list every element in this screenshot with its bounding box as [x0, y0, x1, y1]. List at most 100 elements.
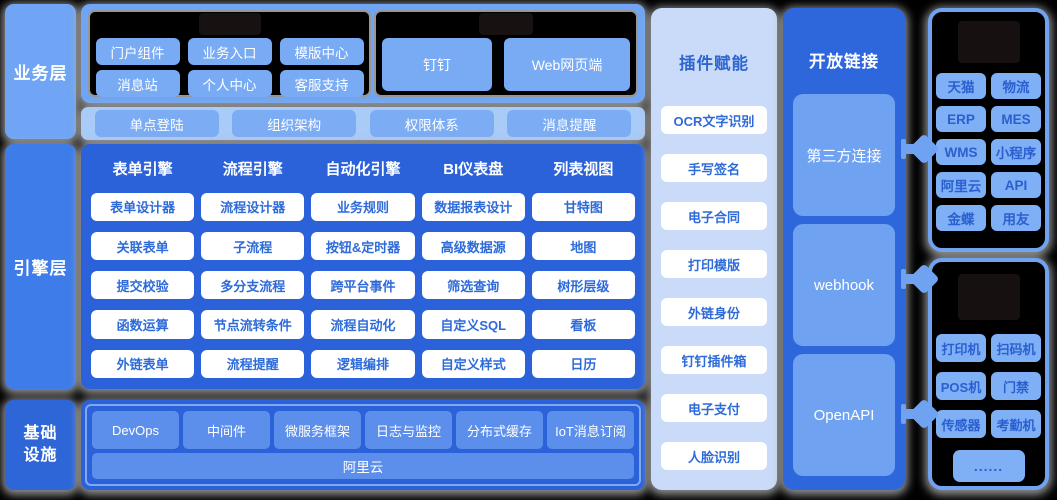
- plugin-item: OCR文字识别: [661, 106, 767, 134]
- engine-item: 筛选查询: [421, 271, 525, 300]
- plugins-panel-title: 插件赋能: [679, 55, 749, 73]
- connector-plug-icon: [901, 398, 940, 430]
- engine-item: 高级数据源: [421, 231, 525, 261]
- connection-item: 阿里云: [936, 172, 986, 198]
- devices-more-item: ......: [952, 450, 1025, 482]
- engine-item: 数据报表设计: [421, 192, 525, 221]
- strip-item: 消息提醒: [507, 110, 632, 137]
- business-item: 个人中心: [187, 70, 272, 97]
- connection-item: 物流: [991, 73, 1041, 99]
- engine-item: 子流程: [201, 231, 305, 261]
- business-layer-label: 业务层: [5, 4, 76, 139]
- devices-grid: 打印机 扫码机 POS机 门禁 传感器 考勤机: [936, 334, 1041, 438]
- business-layer-container: 门户组件 业务入口 模版中心 消息站 个人中心 客服支持 钉钉 Web网页端: [81, 4, 645, 103]
- plugins-panel: 插件赋能 OCR文字识别 手写签名 电子合同 打印模版 外链身份 钉钉插件箱 电…: [651, 8, 777, 490]
- engine-item: 节点流转条件: [201, 310, 305, 339]
- infrastructure-container: DevOps 中间件 微服务框架 日志与监控 分布式缓存 IoT消息订阅 阿里云: [81, 400, 645, 490]
- device-item: 门禁: [991, 372, 1041, 400]
- business-clients-row: 钉钉 Web网页端: [382, 38, 630, 91]
- plugin-item: 电子支付: [661, 394, 767, 422]
- plugin-item: 电子合同: [661, 202, 767, 230]
- business-item: 业务入口: [187, 38, 272, 65]
- connection-item: 金蝶: [936, 205, 986, 231]
- infrastructure-platform: 阿里云: [92, 453, 634, 479]
- engine-column-header: 自动化引擎: [325, 160, 401, 178]
- infrastructure-item: 微服务框架: [274, 411, 361, 449]
- engine-column-header: BI仪表盘: [443, 160, 504, 178]
- engine-item: 流程设计器: [201, 192, 305, 221]
- engine-layer-label: 引擎层: [5, 144, 76, 389]
- business-group-clients: 钉钉 Web网页端: [374, 10, 638, 97]
- engine-column-form: 表单引擎 表单设计器 关联表单 提交校验 函数运算 外链表单: [91, 144, 195, 389]
- device-item: 扫码机: [991, 334, 1041, 362]
- illegible-panel-title: [957, 21, 1020, 63]
- engine-column-automation: 自动化引擎 业务规则 按钮&定时器 跨平台事件 流程自动化 逻辑编排: [311, 144, 415, 389]
- engine-item: 看板: [531, 310, 636, 339]
- plugin-item: 人脸识别: [661, 442, 767, 470]
- infrastructure-label: 基础设施: [5, 400, 76, 490]
- engine-item: 流程自动化: [311, 310, 415, 339]
- device-item: POS机: [936, 372, 986, 400]
- infrastructure-label-text: 基础设施: [23, 425, 58, 464]
- connection-item: ERP: [936, 106, 986, 132]
- infrastructure-row: DevOps 中间件 微服务框架 日志与监控 分布式缓存 IoT消息订阅: [92, 411, 634, 449]
- engine-column-bi: BI仪表盘 数据报表设计 高级数据源 筛选查询 自定义SQL 自定义样式: [421, 144, 525, 389]
- infrastructure-item: DevOps: [92, 411, 179, 449]
- strip-item: 组织架构: [232, 110, 357, 137]
- infrastructure-item: 分布式缓存: [456, 411, 543, 449]
- open-links-panel: 开放链接 第三方连接 webhook OpenAPI: [783, 8, 905, 490]
- device-item: 打印机: [936, 334, 986, 362]
- plugin-item: 外链身份: [661, 298, 767, 326]
- business-item: 模版中心: [279, 38, 364, 65]
- connector-plug-icon: [901, 133, 940, 165]
- engine-column-header: 表单引擎: [112, 160, 173, 178]
- engine-column-header: 列表视图: [553, 160, 614, 178]
- engine-item: 跨平台事件: [311, 271, 415, 300]
- open-links-title: 开放链接: [809, 53, 879, 71]
- engine-item: 提交校验: [91, 271, 195, 300]
- business-item: 消息站: [95, 70, 180, 97]
- strip-item: 单点登陆: [94, 110, 219, 137]
- business-group-portal: 门户组件 业务入口 模版中心 消息站 个人中心 客服支持: [88, 10, 371, 97]
- engine-item: 表单设计器: [91, 192, 195, 221]
- engine-item: 日历: [531, 349, 636, 378]
- engine-layer-container: 表单引擎 表单设计器 关联表单 提交校验 函数运算 外链表单 流程引擎 流程设计…: [81, 144, 645, 389]
- infrastructure-item: IoT消息订阅: [547, 411, 634, 449]
- business-item: 钉钉: [382, 38, 492, 91]
- business-item: Web网页端: [504, 38, 630, 91]
- connection-item: 小程序: [991, 139, 1041, 165]
- plugin-item: 钉钉插件箱: [661, 346, 767, 374]
- device-item: 传感器: [936, 410, 986, 438]
- connection-item: 天猫: [936, 73, 986, 99]
- engine-column-header: 流程引擎: [222, 160, 283, 178]
- illegible-panel-title: [957, 274, 1020, 320]
- engine-item: 多分支流程: [201, 271, 305, 300]
- connection-item: 用友: [991, 205, 1041, 231]
- plugin-item: 打印模版: [661, 250, 767, 278]
- infrastructure-item: 日志与监控: [365, 411, 452, 449]
- strip-item: 权限体系: [369, 110, 494, 137]
- business-common-strip: 单点登陆 组织架构 权限体系 消息提醒: [81, 107, 645, 140]
- plugin-item: 手写签名: [661, 154, 767, 182]
- connection-item: MES: [991, 106, 1041, 132]
- engine-item: 地图: [531, 231, 636, 261]
- engine-item: 流程提醒: [201, 349, 305, 378]
- plugins-list: OCR文字识别 手写签名 电子合同 打印模版 外链身份 钉钉插件箱 电子支付 人…: [661, 106, 767, 470]
- open-links-list: 第三方连接 webhook OpenAPI: [793, 94, 895, 476]
- illegible-group-title: [198, 13, 261, 35]
- engine-item: 自定义样式: [421, 349, 525, 378]
- business-layer-label-text: 业务层: [13, 64, 68, 83]
- connection-item: API: [991, 172, 1041, 198]
- engine-item: 自定义SQL: [421, 310, 525, 339]
- engine-column-listview: 列表视图 甘特图 地图 树形层级 看板 日历: [531, 144, 636, 389]
- engine-item: 树形层级: [531, 271, 636, 300]
- engine-layer-label-text: 引擎层: [13, 259, 68, 278]
- open-link-item: 第三方连接: [793, 94, 895, 216]
- engine-item: 业务规则: [311, 192, 415, 221]
- business-item: 门户组件: [95, 38, 180, 65]
- engine-item: 逻辑编排: [311, 349, 415, 378]
- infrastructure-item: 中间件: [183, 411, 270, 449]
- engine-column-process: 流程引擎 流程设计器 子流程 多分支流程 节点流转条件 流程提醒: [201, 144, 305, 389]
- open-link-item: OpenAPI: [793, 354, 895, 476]
